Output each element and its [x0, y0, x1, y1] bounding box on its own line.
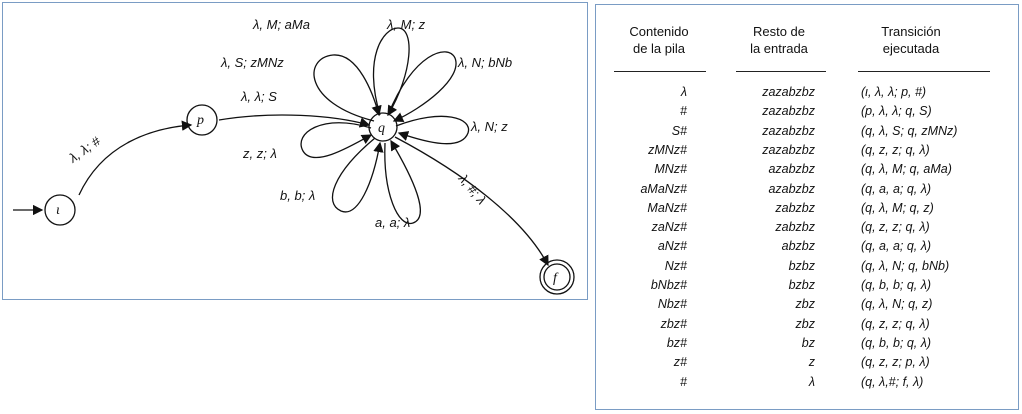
transition-cell: (p, λ, λ; q, S)	[861, 104, 932, 119]
label-iota-p: λ, λ; #	[65, 133, 103, 166]
input-cell: abzbz	[781, 239, 815, 254]
transition-cell: (q, a, a; q, λ)	[861, 181, 932, 196]
label-loop-M-z: λ, M; z	[386, 17, 426, 32]
table-row: S# zazabzbz (q, λ, S; q, zMNz)	[596, 124, 1020, 140]
label-p-q: λ, λ; S	[240, 89, 277, 104]
header-input: Resto de la entrada	[750, 24, 808, 56]
label-loop-bb: b, b; λ	[280, 188, 315, 203]
state-f-outer	[539, 259, 575, 295]
stack-cell: aNz#	[657, 239, 687, 254]
table-row: Nbz# zbz (q, λ, N; q, z)	[596, 297, 1020, 313]
state-f-label: f	[553, 271, 559, 286]
state-p	[186, 104, 218, 136]
edge-iota-p	[78, 120, 193, 196]
input-cell: λ	[808, 374, 815, 389]
state-iota	[44, 194, 76, 226]
input-cell: azabzbz	[768, 162, 815, 177]
input-cell: zazabzbz	[762, 123, 815, 138]
table-row: MNz# azabzbz (q, λ, M; q, aMa)	[596, 162, 1020, 178]
input-cell: zbz	[795, 316, 815, 331]
header-transition: Transición ejecutada	[881, 24, 941, 56]
transition-cell: (ι, λ, λ; p, #)	[861, 85, 927, 99]
transition-cell: (q, z, z; p, λ)	[861, 355, 930, 370]
input-cell: bzbz	[788, 278, 815, 292]
input-cell: zbz	[795, 297, 815, 312]
pda-state-diagram: ι p q f λ, λ; # λ, λ; S λ, #; λ λ, M; aM…	[13, 17, 575, 295]
transition-cell: (q, λ, N; q, bNb)	[861, 258, 950, 273]
table-row: bNbz# bzbz (q, b, b; q, λ)	[596, 278, 1020, 294]
table-row: aMaNz# azabzbz (q, a, a; q, λ)	[596, 182, 1020, 198]
input-cell: z	[808, 355, 815, 370]
state-q	[368, 112, 398, 142]
transition-cell: (q, λ, M; q, aMa)	[861, 162, 952, 177]
transition-cell: (q, λ,#; f, λ)	[861, 374, 924, 389]
table-row: # λ (q, λ,#; f, λ)	[596, 375, 1020, 391]
input-cell: zazabzbz	[762, 85, 815, 99]
label-q-f: λ, #; λ	[455, 171, 489, 208]
label-loop-N-z: λ, N; z	[470, 119, 508, 134]
transition-cell: (q, λ, N; q, z)	[861, 297, 933, 312]
input-cell: azabzbz	[768, 181, 815, 196]
state-f	[543, 263, 571, 291]
label-loop-M-aMa: λ, M; aMa	[252, 17, 310, 32]
table-row: z# z (q, z, z; p, λ)	[596, 355, 1020, 371]
table-row: zMNz# zazabzbz (q, z, z; q, λ)	[596, 143, 1020, 159]
stack-cell: MNz#	[654, 162, 687, 177]
table-row: λ zazabzbz (ι, λ, λ; p, #)	[596, 85, 1020, 101]
stack-cell: z#	[673, 355, 687, 370]
label-loop-N-bNb: λ, N; bNb	[457, 55, 512, 70]
input-cell: bz	[801, 335, 815, 350]
input-cell: zabzbz	[775, 220, 815, 235]
stack-cell: zbz#	[660, 316, 687, 331]
label-loop-zz: z, z; λ	[242, 146, 277, 161]
header-divider	[736, 71, 826, 72]
stack-cell: bz#	[666, 335, 687, 350]
stack-cell: #	[680, 374, 687, 389]
stack-cell: Nbz#	[657, 297, 687, 312]
input-cell: zazabzbz	[762, 104, 815, 119]
table-row: bz# bz (q, b, b; q, λ)	[596, 336, 1020, 352]
table-row: zbz# zbz (q, z, z; q, λ)	[596, 317, 1020, 333]
self-loops-q	[300, 27, 470, 225]
state-q-label: q	[378, 121, 385, 136]
label-loop-aa: a, a; λ	[375, 215, 410, 230]
input-cell: bzbz	[788, 258, 815, 273]
pda-trace-table: Contenido de la pila Resto de la entrada…	[595, 4, 1019, 410]
stack-cell: aMaNz#	[640, 181, 687, 196]
stack-cell: zMNz#	[648, 142, 687, 157]
input-cell: zazabzbz	[762, 142, 815, 157]
state-p-label: p	[196, 113, 204, 128]
transition-cell: (q, z, z; q, λ)	[861, 220, 930, 235]
stack-cell: #	[680, 104, 687, 119]
transition-cell: (q, z, z; q, λ)	[861, 316, 930, 331]
stack-cell: λ	[680, 85, 687, 99]
table-row: aNz# abzbz (q, a, a; q, λ)	[596, 239, 1020, 255]
table-row: MaNz# zabzbz (q, λ, M; q, z)	[596, 201, 1020, 217]
label-loop-S-zMNz: λ, S; zMNz	[220, 55, 284, 70]
input-cell: zabzbz	[775, 200, 815, 215]
table-row: # zazabzbz (p, λ, λ; q, S)	[596, 104, 1020, 120]
stack-cell: S#	[671, 123, 687, 138]
pda-diagram-panel: ι p q f λ, λ; # λ, λ; S λ, #; λ λ, M; aM…	[2, 2, 588, 300]
transition-cell: (q, b, b; q, λ)	[861, 335, 932, 350]
table-row: zaNz# zabzbz (q, z, z; q, λ)	[596, 220, 1020, 236]
transition-cell: (q, λ, S; q, zMNz)	[861, 123, 958, 138]
table-row: Nz# bzbz (q, λ, N; q, bNb)	[596, 259, 1020, 275]
header-divider	[858, 71, 990, 72]
stack-cell: MaNz#	[647, 200, 687, 215]
stack-cell: Nz#	[664, 258, 687, 273]
stack-cell: bNbz#	[650, 278, 687, 292]
transition-cell: (q, b, b; q, λ)	[861, 278, 932, 292]
transition-cell: (q, z, z; q, λ)	[861, 142, 930, 157]
edge-q-f	[394, 136, 549, 267]
edge-p-q	[218, 114, 371, 128]
transition-cell: (q, a, a; q, λ)	[861, 239, 932, 254]
header-stack: Contenido de la pila	[629, 24, 689, 56]
stack-cell: zaNz#	[651, 220, 687, 235]
header-divider	[614, 71, 706, 72]
transition-cell: (q, λ, M; q, z)	[861, 200, 934, 215]
state-iota-label: ι	[56, 203, 60, 218]
